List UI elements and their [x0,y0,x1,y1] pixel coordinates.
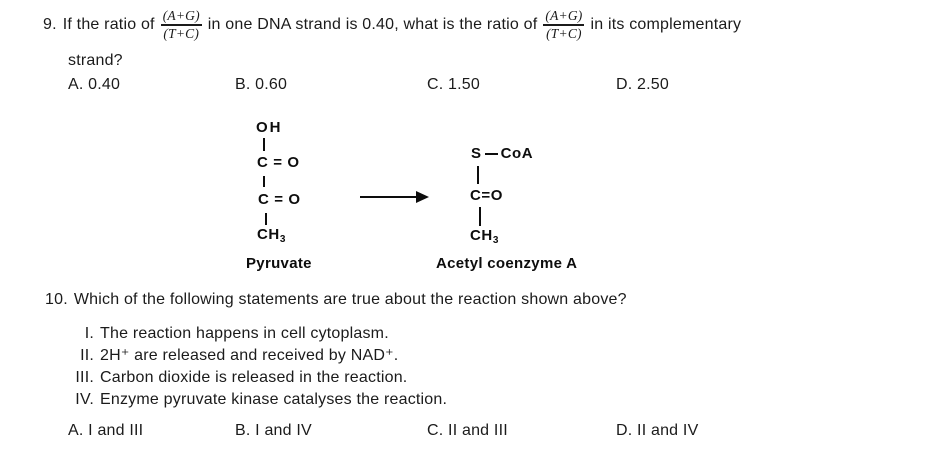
q9-option-b: B. 0.60 [235,76,288,93]
statement-1-numeral: I. [84,325,94,342]
statement-2-text: 2H⁺ are released and received by NAD⁺. [100,347,399,364]
statement-1: I. The reaction happens in cell cytoplas… [60,323,447,345]
question-9-line1: 9. If the ratio of (A+G) (T+C) in one DN… [43,8,742,41]
statement-4-numeral: IV. [75,391,94,408]
question-9-intro: If the ratio of [62,16,155,34]
fraction-denominator: (T+C) [546,25,582,41]
statement-4: IV. Enzyme pyruvate kinase catalyses the… [60,389,447,411]
statement-1-text: The reaction happens in cell cytoplasm. [100,325,389,342]
subscript: 3 [279,234,286,245]
bond-vertical [479,207,481,226]
question-9-middle: in one DNA strand is 0.40, what is the r… [207,16,538,34]
fraction-bar [160,24,202,26]
fraction-bar [543,24,585,26]
statement-3-text: Carbon dioxide is released in the reacti… [100,369,408,386]
statement-2-numeral: II. [80,347,94,364]
statement-4-text: Enzyme pyruvate kinase catalyses the rea… [100,391,448,408]
sulfur-atom: S [471,145,482,162]
statement-3: III. Carbon dioxide is released in the r… [60,367,447,389]
bond-vertical [265,213,267,225]
fraction-numerator: (A+G) [162,8,200,23]
question-9-line2: strand? [68,52,123,69]
subscript: 3 [492,235,499,246]
dna-ratio-fraction-1: (A+G) (T+C) [160,8,202,41]
pyruvate-oh-group: OH [256,119,283,136]
bond-vertical [263,176,265,187]
statement-3-numeral: III. [75,369,94,386]
pyruvate-label: Pyruvate [246,255,312,272]
question-10-number: 10. [45,291,68,308]
acetyl-s-coa-group: S CoA [471,146,533,161]
q10-option-d: D. II and IV [616,422,699,439]
q10-option-c: C. II and III [427,422,508,439]
statement-list: I. The reaction happens in cell cytoplas… [60,323,447,411]
acetyl-methyl-group: CH3 [470,227,499,246]
dna-ratio-fraction-2: (A+G) (T+C) [543,8,585,41]
pyruvate-methyl-group: CH3 [257,226,286,245]
q9-option-d: D. 2.50 [616,76,669,93]
question-10-line: 10. Which of the following statements ar… [45,290,627,309]
bond-vertical [477,166,479,184]
coa-group: CoA [500,145,534,162]
question-9-number: 9. [43,16,57,34]
acetyl-carbonyl-group: C=O [470,187,504,204]
q10-option-a: A. I and III [68,422,144,439]
q9-option-a: A. 0.40 [68,76,121,93]
statement-2: II. 2H⁺ are released and received by NAD… [60,345,447,367]
pyruvate-carbonyl-group: C = O [258,191,301,208]
bond-horizontal [484,152,498,155]
fraction-denominator: (T+C) [163,25,200,41]
bond-vertical [263,138,265,151]
acetyl-coenzyme-a-label: Acetyl coenzyme A [436,255,578,272]
q9-option-c: C. 1.50 [427,76,480,93]
reaction-arrow-icon [360,191,429,203]
q10-option-b: B. I and IV [235,422,312,439]
fraction-numerator: (A+G) [545,8,583,23]
question-9-tail: in its complementary [590,16,742,34]
question-10-text: Which of the following statements are tr… [73,291,627,308]
pyruvate-carboxyl-group: C = O [257,154,300,171]
